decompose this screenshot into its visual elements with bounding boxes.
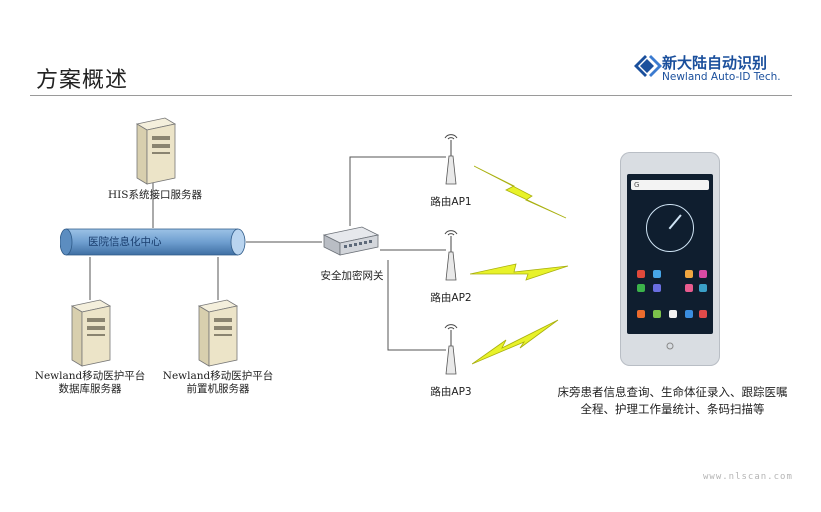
front-server-label: Newland移动医护平台 前置机服务器 [156, 370, 280, 396]
router-ap3-label: 路由AP3 [430, 386, 472, 398]
front-server-label-line2: 前置机服务器 [186, 383, 250, 395]
newland-logo-icon [634, 55, 662, 77]
app-icon [637, 270, 645, 278]
dock-camera-icon [699, 310, 707, 318]
wireless-signal-2-icon [470, 263, 569, 281]
dock-apps-icon [669, 310, 677, 318]
logo-name-en: Newland Auto-ID Tech. [662, 71, 781, 83]
wireless-signal-1-icon [474, 165, 567, 219]
database-server-label-line2: 数据库服务器 [58, 383, 122, 395]
slide-title: 方案概述 [36, 68, 129, 93]
router-ap1-label: 路由AP1 [430, 196, 472, 208]
mobile-terminal: G [620, 152, 720, 366]
gateway-label: 安全加密网关 [320, 270, 384, 282]
app-icon [653, 270, 661, 278]
phone-nav-buttons [666, 342, 674, 350]
footer-url: www.nlscan.com [703, 472, 793, 482]
wireless-signal-3-icon [472, 319, 559, 365]
router-ap3-icon [444, 324, 458, 375]
router-ap2-icon [444, 230, 458, 281]
his-server-label: HIS系统接口服务器 [108, 189, 202, 201]
router-ap1-icon [444, 134, 458, 185]
title-divider [30, 95, 792, 96]
logo-name-cn: 新大陆自动识别 [662, 54, 768, 72]
database-server-label-line1: Newland移动医护平台 [34, 370, 146, 382]
router-ap2-label: 路由AP2 [430, 292, 472, 304]
front-server-label-line1: Newland移动医护平台 [162, 370, 274, 382]
database-server-label: Newland移动医护平台 数据库服务器 [28, 370, 152, 396]
company-logo: 新大陆自动识别 Newland Auto-ID Tech. [632, 50, 802, 86]
app-icon [637, 284, 645, 292]
clock-hand [668, 214, 682, 230]
app-icon [699, 284, 707, 292]
his-server-icon [135, 117, 177, 185]
dock-messages-icon [653, 310, 661, 318]
gateway-switch-icon [322, 226, 380, 256]
front-server-icon [197, 299, 239, 367]
hospital-center-label: 医院信息化中心 [88, 236, 162, 248]
google-icon: G [634, 181, 640, 189]
dock-phone-icon [637, 310, 645, 318]
mobile-terminal-screen: G [627, 174, 713, 334]
clock-widget [646, 204, 694, 252]
app-icon [685, 284, 693, 292]
terminal-description: 床旁患者信息查询、生命体征录入、跟踪医嘱全程、护理工作量统计、条码扫描等 [557, 385, 788, 416]
hospital-center-cylinder [60, 228, 246, 256]
dock-browser-icon [685, 310, 693, 318]
app-icon [653, 284, 661, 292]
app-icon [699, 270, 707, 278]
app-icon [685, 270, 693, 278]
database-server-icon [70, 299, 112, 367]
phone-search-bar: G [631, 180, 709, 190]
